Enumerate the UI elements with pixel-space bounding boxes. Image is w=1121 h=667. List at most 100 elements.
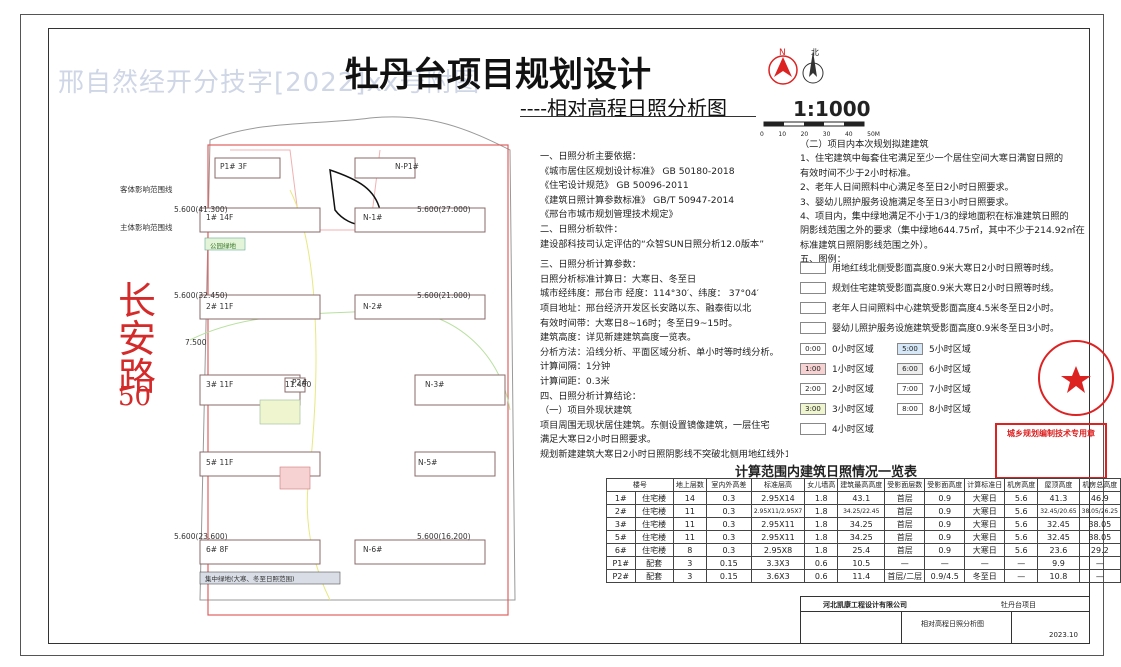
table-cell: 14 [672, 491, 707, 505]
zone-swatch: 8:00 [897, 403, 923, 415]
notes-line: 《建筑日照计算参数标准》 GB/T 50947-2014 [540, 194, 735, 206]
height-label: 5.600(21.000) [417, 291, 471, 300]
building-label: 1# 14F [206, 213, 234, 222]
table-cell: 2.95X8 [750, 543, 806, 557]
zone-label: 6小时区域 [929, 365, 971, 375]
table-cell: 大寒日 [964, 491, 1006, 505]
table-cell: 5# [606, 530, 636, 544]
table-header: 屋顶高度 [1037, 478, 1080, 492]
notes-line: 分析方法：沿线分析、平面区域分析、单小时等时线分析。 [540, 346, 779, 358]
notes-line: 《住宅设计规范》 GB 50096-2011 [540, 180, 689, 192]
zone-swatch: 7:00 [897, 383, 923, 395]
table-cell: 5.6 [1004, 491, 1039, 505]
building-label: N-1# [363, 213, 383, 222]
notes-line: 计算间隔：1分钟 [540, 361, 611, 373]
table-cell: 首层/二层 [884, 569, 926, 583]
table-cell: 2.95X11 [750, 517, 806, 531]
legend-line-label: 规划住宅建筑受影面高度0.9米大寒日2小时日照等时线。 [832, 284, 1060, 294]
req-line: 阴影线范围之外的要求（集中绿地644.75㎡，其中不少于214.92㎡在 [800, 225, 1085, 237]
table-cell: 首层 [884, 543, 926, 557]
table-header: 受影面高度 [924, 478, 966, 492]
req-line: 2、老年人日间照料中心满足冬至日2小时日照要求。 [800, 182, 1014, 194]
table-header: 地上层数 [672, 478, 707, 492]
company-seal [1038, 340, 1114, 416]
shadow-range-label: 客体影响范围线 [120, 185, 173, 194]
table-cell: 2.95X11/2.95X7 [750, 504, 806, 518]
zone-label: 0小时区域 [832, 345, 874, 355]
building-label: P1# 3F [220, 162, 248, 171]
notes-line: 满足大寒日2小时日照要求。 [540, 434, 657, 446]
zone-label: 7小时区域 [929, 385, 971, 395]
table-header: 标准层高 [750, 478, 806, 492]
table-cell: 32.45/20.65 [1037, 504, 1080, 518]
table-cell: 大寒日 [964, 543, 1006, 557]
notes-heading: 二、日照分析软件： [540, 223, 623, 235]
building-label: 3# 11F [206, 380, 234, 389]
table-cell: 41.3 [1037, 491, 1080, 505]
notes-line: 项目地址：邢台经济开发区长安路以东、融泰街以北 [540, 302, 752, 314]
notes-line: 规划新建建筑大寒日2小时日照阴影线不突破北侧用地红线外14m。 [540, 448, 788, 460]
road-label-char: 安 [118, 317, 157, 361]
table-cell: 0.9 [924, 491, 966, 505]
notes-line: 城市经纬度：邢台市 经度：114°30′、纬度： 37°04′ [540, 288, 759, 300]
planning-seal: 城乡规划编制技术专用章 [995, 423, 1107, 479]
table-header-row: 楼号 地上层数 室内外高差 标准层高 女儿墙高 建筑最高高度 受影面层数 受影面… [606, 478, 1121, 492]
project-name: 牡丹台项目 [1001, 601, 1036, 609]
notes-heading: 一、日照分析主要依据： [540, 151, 642, 162]
requirements-notes: （二）项目内本次规划拟建建筑 1、住宅建筑中每套住宅满足至少一个居住空间大寒日满… [800, 138, 1090, 268]
table-cell: 3 [672, 556, 707, 570]
table-cell: 34.25 [837, 517, 886, 531]
title-block: 河北凯康工程设计有限公司 牡丹台项目 相对高程日照分析图 2023.10 [800, 596, 1090, 644]
table-cell: 大寒日 [964, 504, 1006, 518]
table-cell: 住宅楼 [634, 530, 674, 544]
legend-swatch [800, 302, 826, 314]
req-line: 4、项目内，集中绿地满足不小于1/3的绿地面积在标准建筑日照的 [800, 211, 1069, 223]
drawing-inner-frame [48, 28, 1090, 644]
legend-swatch [800, 282, 826, 294]
table-header: 建筑最高高度 [837, 478, 886, 492]
scale-tick: 20 [800, 131, 809, 138]
table-header: 机房总高度 [1078, 478, 1121, 492]
zone-label: 4小时区域 [832, 425, 874, 435]
table-cell: 0.6 [804, 569, 839, 583]
scale-ratio: 1:1000 [793, 97, 871, 121]
table-cell: — [1004, 556, 1039, 570]
scale-bar [763, 121, 865, 127]
table-cell: 3.6X3 [750, 569, 806, 583]
table-cell: — [1004, 569, 1039, 583]
svg-text:N: N [779, 48, 786, 58]
req-line: 标准建筑日照阴影线范围之外）。 [800, 239, 934, 251]
table-cell: 11 [672, 530, 707, 544]
height-label: 5.600(23.600) [174, 532, 228, 541]
table-cell: 大寒日 [964, 517, 1006, 531]
watermark-text: 邢自然经开分技字[2022]xx号附图 [58, 68, 481, 98]
table-cell: 住宅楼 [634, 543, 674, 557]
req-line: 有效时间不少于2小时标准。 [800, 167, 917, 179]
table-cell: — [924, 556, 966, 570]
table-cell: 1# [606, 491, 636, 505]
drawing-name: 相对高程日照分析图 [921, 620, 984, 628]
zone-label: 5小时区域 [929, 345, 971, 355]
table-cell: P2# [606, 569, 636, 583]
zone-swatch: 5:00 [897, 343, 923, 355]
table-cell: 8 [672, 543, 707, 557]
building-label: N-P1# [395, 162, 419, 171]
zone-swatch: 6:00 [897, 363, 923, 375]
drawing-outer-frame [20, 14, 1104, 656]
notes-line: 《城市居住区规划设计标准》 GB 50180-2018 [540, 165, 735, 177]
zone-swatch [800, 423, 826, 435]
req-line: 1、住宅建筑中每套住宅满足至少一个居住空间大寒日满窗日照的 [800, 153, 1064, 165]
table-cell: 6# [606, 543, 636, 557]
height-label: 5.600(27.000) [417, 205, 471, 214]
table-header: 楼号 [606, 478, 674, 492]
table-cell: 5.6 [1004, 530, 1039, 544]
scale-tick: 50M [867, 131, 880, 138]
garden-label: 公园绿地 [210, 242, 236, 250]
notes-line: 建筑高度：详见新建建筑高度一览表。 [540, 332, 697, 344]
north-arrow-icon: N [768, 48, 824, 85]
